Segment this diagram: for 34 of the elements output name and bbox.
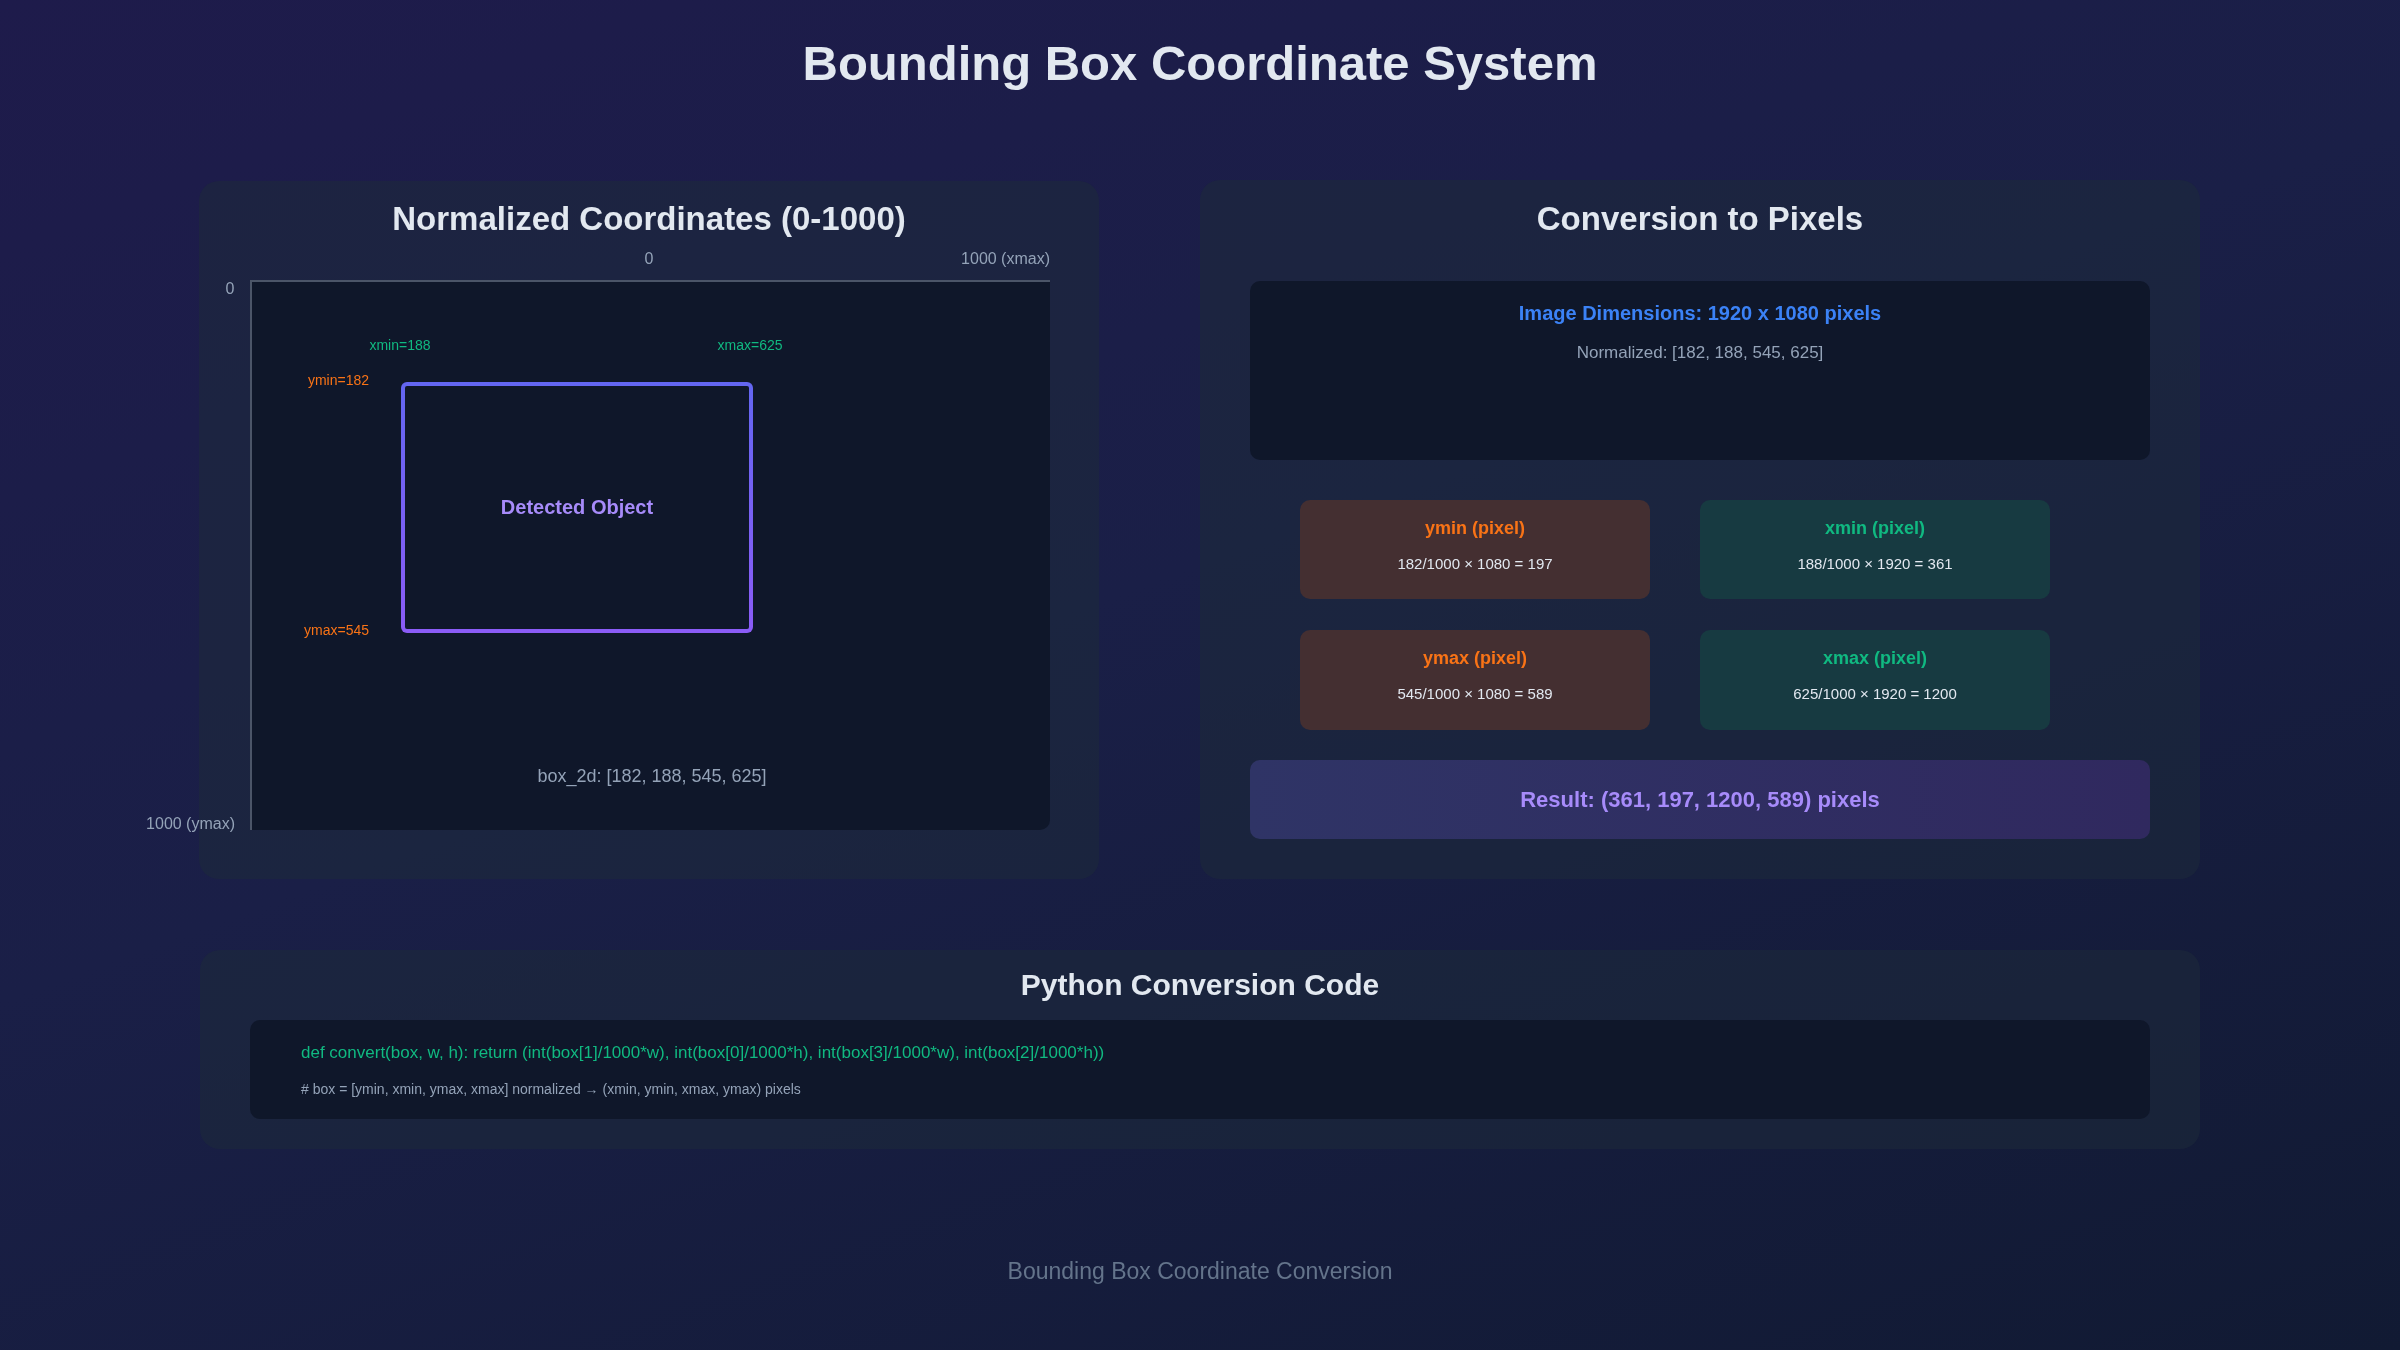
axis-label: 1000 (xmax) <box>961 249 1050 269</box>
panel-heading: Conversion to Pixels <box>1536 200 1864 238</box>
formula-card <box>1300 500 1650 599</box>
footer-caption: Bounding Box Coordinate Conversion <box>1007 1257 1393 1285</box>
result-bar <box>1250 760 2150 839</box>
plot-caption: box_2d: [182, 188, 545, 625] <box>537 765 767 787</box>
formula-text: 182/1000 × 1080 = 197 <box>1397 555 1553 573</box>
axis-label: 0 <box>644 249 654 269</box>
panel-heading: Python Conversion Code <box>1020 967 1380 1003</box>
formula-heading: xmax (pixel) <box>1823 647 1927 669</box>
code-line: def convert(box, w, h): return (int(box[1]/1000*w), int(box[0]/1000*h), int(box[3]/1000*w), int(box[2]/1000*h)) <box>301 1043 1105 1063</box>
card-heading: Image Dimensions: 1920 x 1080 pixels <box>1518 301 1882 325</box>
card-text: Normalized: [182, 188, 545, 625] <box>1576 343 1824 363</box>
plot-area <box>250 280 1050 830</box>
coordinate-label: ymax=545 <box>304 621 369 639</box>
coordinate-label: xmax=625 <box>717 336 783 354</box>
formula-text: 545/1000 × 1080 = 589 <box>1397 685 1553 703</box>
object-label: Detected Object <box>500 495 654 519</box>
coordinate-label: xmin=188 <box>369 336 431 354</box>
panel <box>1200 180 2200 879</box>
code-comment: # box = [ymin, xmin, ymax, xmax] normalized → (xmin, ymin, xmax, ymax) pixels <box>301 1080 801 1098</box>
result-text: Result: (361, 197, 1200, 589) pixels <box>1520 787 1880 813</box>
axis-label: 0 <box>225 279 235 299</box>
formula-text: 625/1000 × 1920 = 1200 <box>1793 685 1957 703</box>
panel-heading: Normalized Coordinates (0-1000) <box>392 200 906 238</box>
formula-card <box>1300 630 1650 730</box>
formula-heading: xmin (pixel) <box>1825 517 1925 539</box>
page-title: Bounding Box Coordinate System <box>802 34 1598 92</box>
formula-heading: ymax (pixel) <box>1423 647 1527 669</box>
formula-heading: ymin (pixel) <box>1425 517 1525 539</box>
panel <box>200 950 2200 1149</box>
axis-label: 1000 (ymax) <box>146 814 235 834</box>
coordinate-label: ymin=182 <box>307 371 369 389</box>
formula-text: 188/1000 × 1920 = 361 <box>1797 555 1953 573</box>
